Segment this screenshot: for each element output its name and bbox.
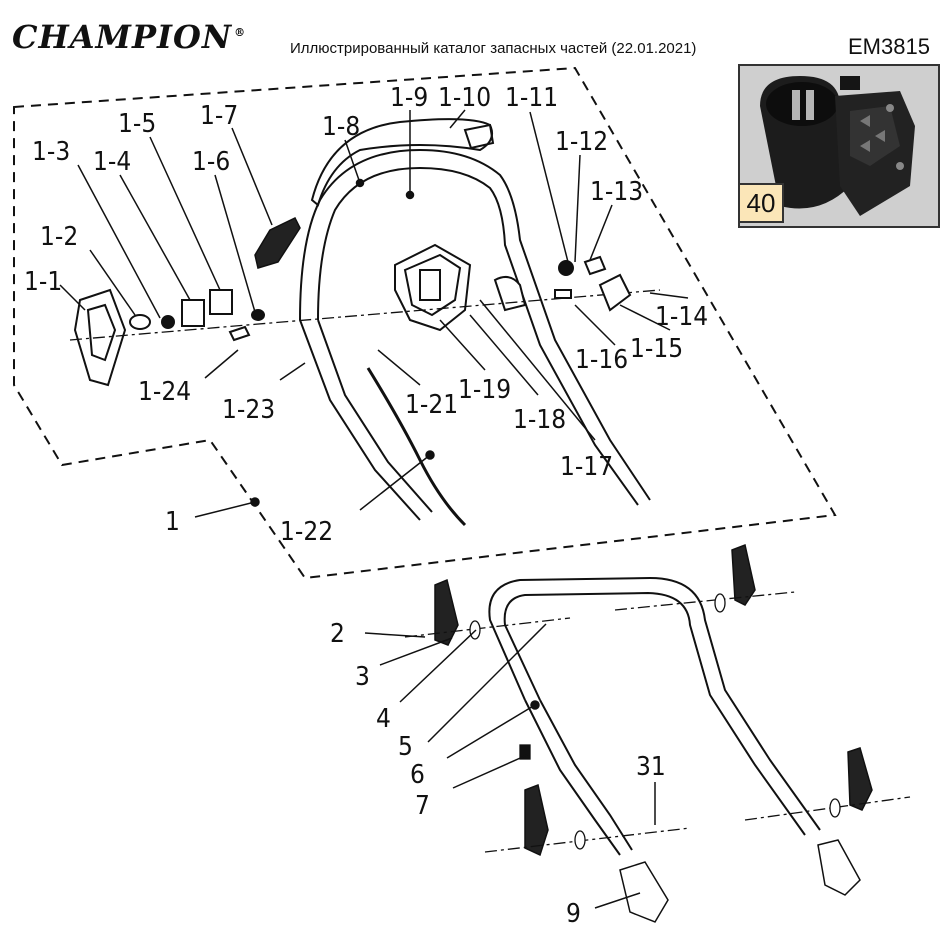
callout-1-9: 1-9 [390,83,428,113]
callout-1-21: 1-21 [405,390,458,420]
main-callouts: 1 2 3 4 5 6 7 9 31 [165,507,666,929]
callout-1-14: 1-14 [655,302,708,332]
callout-1-16: 1-16 [575,345,628,375]
callout-1-15: 1-15 [630,334,683,364]
callout-31: 31 [636,752,666,782]
callout-1-11: 1-11 [505,83,558,113]
upper-handle [299,118,651,521]
callout-1-10: 1-10 [438,83,491,113]
callout-4: 4 [376,704,391,734]
champion-logo: CHAMPION® [12,18,246,56]
callout-1-5: 1-5 [118,109,156,139]
callout-3: 3 [355,662,370,692]
control-unit [394,243,472,332]
right-parts [554,255,632,312]
assembly-callouts: 1-1 1-2 1-3 1-4 1-5 1-6 1-7 1-8 1-9 1-10… [24,83,708,547]
assembly-boundary [13,66,837,580]
cable [366,367,467,527]
callout-1-12: 1-12 [555,127,608,157]
callout-1-8: 1-8 [322,112,360,142]
brand-name: CHAMPION [12,18,233,56]
callout-1-23: 1-23 [222,395,275,425]
part-photo [738,64,940,228]
callout-2: 2 [330,619,345,649]
callout-1-4: 1-4 [93,147,131,177]
callout-1-1: 1-1 [24,267,62,297]
model-number: EM3815 [848,34,930,59]
callout-6: 6 [410,760,425,790]
catalog-title: Иллюстрированный каталог запасных частей… [290,40,697,57]
callout-1-2: 1-2 [40,222,78,252]
callout-1-6: 1-6 [192,147,230,177]
callout-9: 9 [566,899,581,929]
bracket [493,275,527,312]
callout-7: 7 [415,791,430,821]
callout-1-13: 1-13 [590,177,643,207]
callout-1-7: 1-7 [200,101,238,131]
callout-1-24: 1-24 [138,377,191,407]
callout-1-19: 1-19 [458,375,511,405]
callout-1-18: 1-18 [513,405,566,435]
leader-lines [59,109,689,909]
callout-1-3: 1-3 [32,137,70,167]
callout-5: 5 [398,732,413,762]
photo-label: 40 [738,183,784,223]
callout-1: 1 [165,507,180,537]
registered-mark: ® [234,26,247,40]
lever [254,217,301,269]
callout-1-22: 1-22 [280,517,333,547]
lower-fasteners [404,591,911,853]
small-parts [129,289,265,342]
lower-knobs [434,543,873,923]
callout-1-17: 1-17 [560,452,613,482]
